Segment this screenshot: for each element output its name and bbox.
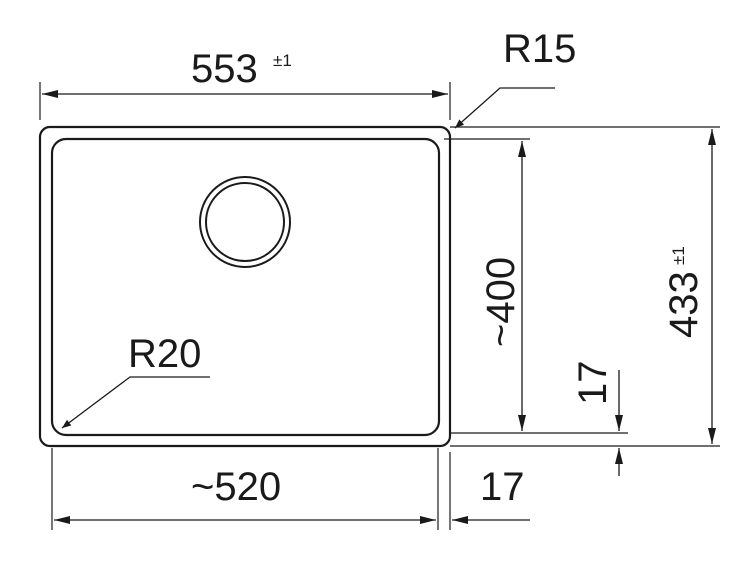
sink-outer-rim [38, 125, 452, 448]
rim-bottom-label: 17 [571, 361, 615, 406]
outer-radius-label: R15 [503, 27, 576, 71]
overall-height-label: 433 [662, 271, 706, 338]
dimension-rim-bottom: 17 [571, 361, 623, 476]
bowl-width-label: ~520 [191, 465, 281, 509]
dimension-rim-side: 17 [452, 465, 530, 524]
outer-radius-leader [454, 87, 555, 129]
bowl-radius-leader [61, 376, 210, 429]
dimension-overall-height: 433 ±1 [662, 129, 716, 444]
drain-hole-inner [205, 182, 285, 262]
overall-width-tolerance: ±1 [273, 51, 292, 70]
callout-outer-radius: R15 [454, 27, 576, 129]
bowl-height-label: ~400 [479, 257, 523, 347]
dimension-overall-width: 553 ±1 [42, 47, 448, 98]
rim-side-label: 17 [480, 465, 525, 509]
dimension-bowl-height: ~400 [479, 141, 526, 431]
bowl-radius-label: R20 [128, 332, 201, 376]
overall-height-tolerance: ±1 [669, 246, 688, 265]
extension-lines [39, 82, 720, 530]
overall-width-label: 553 [191, 47, 258, 91]
dimension-bowl-width: ~520 [54, 465, 436, 524]
sink-bowl [50, 137, 441, 437]
sink-outline [38, 125, 452, 448]
drain-hole-outer [199, 176, 291, 268]
callout-bowl-radius: R20 [61, 332, 210, 429]
